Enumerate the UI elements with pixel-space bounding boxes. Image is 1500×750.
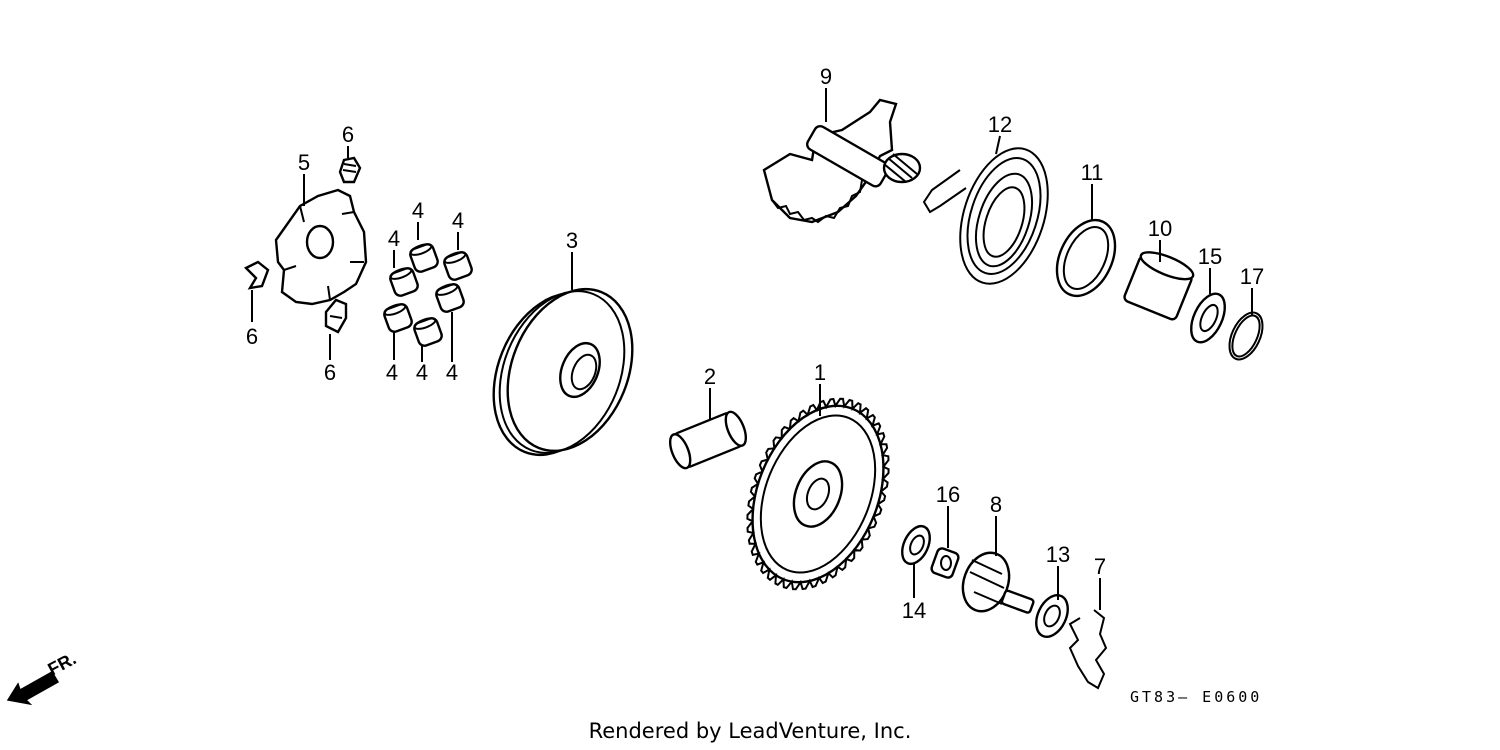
gear-teeth [746,397,890,591]
callout-14: 14 [902,598,926,623]
callout-8: 8 [990,492,1002,517]
part-7-holder-spring[interactable] [1068,609,1108,690]
part-5-ramp-plate[interactable] [274,188,368,306]
part-9-kick-spindle[interactable] [762,98,922,224]
callout-3: 3 [566,228,578,253]
callout-7: 7 [1094,554,1106,579]
callout-16: 16 [936,482,960,507]
callout-6b: 6 [246,324,258,349]
part-12-kick-spring[interactable] [922,137,1064,295]
part-10-bushing[interactable] [1123,247,1196,321]
callout-4b: 4 [452,208,464,233]
part-6-slider-left[interactable] [243,260,270,290]
part-14-washer[interactable] [897,522,936,568]
leader-lines [251,88,1253,610]
callout-6a: 6 [342,122,354,147]
front-arrow-icon [6,670,60,706]
part-11-spring-guide[interactable] [1046,211,1127,305]
callout-17: 17 [1240,264,1264,289]
part-3-pulley-face[interactable] [471,270,655,473]
part-4-rollers[interactable] [382,242,473,348]
drawing-code: GT83— E0600 [1130,688,1262,706]
callout-6c: 6 [324,360,336,385]
callout-10: 10 [1148,216,1172,241]
part-6-slider-top[interactable] [338,156,362,184]
part-15-washer[interactable] [1184,289,1231,348]
callout-4c: 4 [388,226,400,251]
callout-4e: 4 [416,360,428,385]
part-6-slider-bottom[interactable] [324,298,348,334]
part-1-driven-gear[interactable] [728,386,908,602]
callout-12: 12 [988,112,1012,137]
callouts: 1 2 3 4 4 4 4 4 4 5 6 6 6 7 8 9 10 11 12… [246,64,1264,623]
callout-4a: 4 [412,198,424,223]
credit-line: Rendered by LeadVenture, Inc. [589,719,912,743]
part-2-collar[interactable] [666,409,750,471]
callout-11: 11 [1081,160,1104,185]
callout-5: 5 [298,150,310,175]
callout-13: 13 [1046,542,1070,567]
callout-1: 1 [814,360,826,385]
front-direction-marker: FR. [6,648,79,706]
callout-15: 15 [1198,244,1222,269]
callout-9: 9 [820,64,832,89]
callout-2: 2 [704,364,716,389]
callout-4d: 4 [386,360,398,385]
callout-4f: 4 [446,360,458,385]
part-13-washer[interactable] [1030,590,1074,642]
part-17-circlip[interactable] [1223,307,1270,364]
part-8-pinion[interactable] [955,546,1035,617]
part-16-collar[interactable] [930,547,960,579]
